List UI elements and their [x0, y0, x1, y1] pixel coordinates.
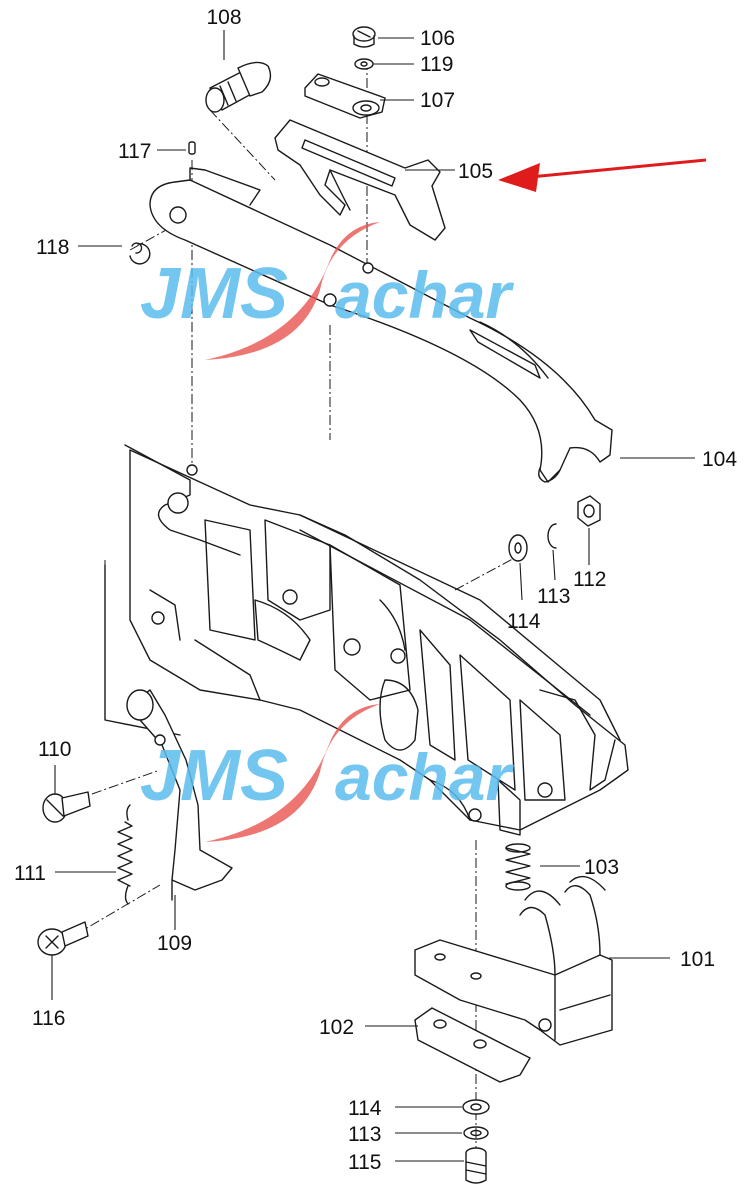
label-102: 102 — [319, 1016, 354, 1039]
watermark-logo-lower: JMS achar — [140, 704, 514, 842]
part-119-washer — [354, 58, 374, 70]
part-101-bracket — [414, 875, 613, 1046]
part-116-screw — [37, 921, 89, 956]
label-103: 103 — [584, 856, 619, 879]
watermark-logo-letters-lower: JMS — [140, 736, 288, 816]
label-105: 105 — [458, 160, 493, 183]
part-113-lower-ring — [463, 1126, 489, 1140]
label-108: 108 — [206, 6, 241, 29]
red-arrow-icon — [498, 158, 707, 192]
watermark-logo-upper: JMS achar — [140, 222, 514, 360]
part-104-lever-arm — [149, 167, 613, 483]
part-114-lower-washer — [462, 1099, 490, 1115]
watermark-logo-letters-upper: JMS — [140, 254, 288, 334]
part-115-bolt — [465, 1147, 487, 1184]
label-118: 118 — [36, 236, 69, 259]
leader-lines — [51, 30, 695, 1162]
label-109: 109 — [157, 932, 192, 955]
label-116: 116 — [32, 1007, 65, 1030]
part-103-spring — [505, 843, 531, 891]
main-frame-body — [104, 444, 629, 836]
label-106: 106 — [420, 27, 455, 50]
label-117: 117 — [118, 140, 151, 163]
part-102-plate — [414, 1007, 531, 1083]
part-110-screw — [42, 791, 91, 823]
part-109-hook-lever — [126, 689, 233, 901]
label-110: 110 — [38, 738, 71, 761]
watermark-word-lower: achar — [335, 740, 514, 814]
label-115: 115 — [348, 1151, 381, 1174]
part-106-screw — [352, 26, 376, 48]
part-118-e-ring — [129, 242, 151, 265]
label-113-lower: 113 — [348, 1123, 381, 1146]
label-114-upper: 114 — [507, 610, 541, 633]
part-111-spring — [117, 804, 133, 905]
watermark-word-upper: achar — [335, 258, 514, 332]
part-107-ring — [352, 100, 380, 116]
part-114-upper-washer — [508, 534, 528, 562]
label-119: 119 — [420, 53, 453, 76]
label-104: 104 — [702, 448, 737, 471]
label-107: 107 — [420, 89, 455, 112]
label-101: 101 — [680, 948, 715, 971]
part-number-labels: 108 106 119 107 105 117 118 104 112 113 … — [14, 6, 737, 1174]
part-105-slotted-plate — [274, 119, 446, 241]
part-108-stud — [205, 61, 272, 113]
label-113-upper: 113 — [537, 585, 570, 608]
part-117-pin — [188, 141, 196, 155]
part-112-nut — [577, 495, 601, 527]
label-112: 112 — [573, 568, 606, 591]
label-114-lower: 114 — [348, 1097, 382, 1120]
part-113-upper-ring — [547, 523, 557, 549]
label-111: 111 — [14, 862, 46, 885]
